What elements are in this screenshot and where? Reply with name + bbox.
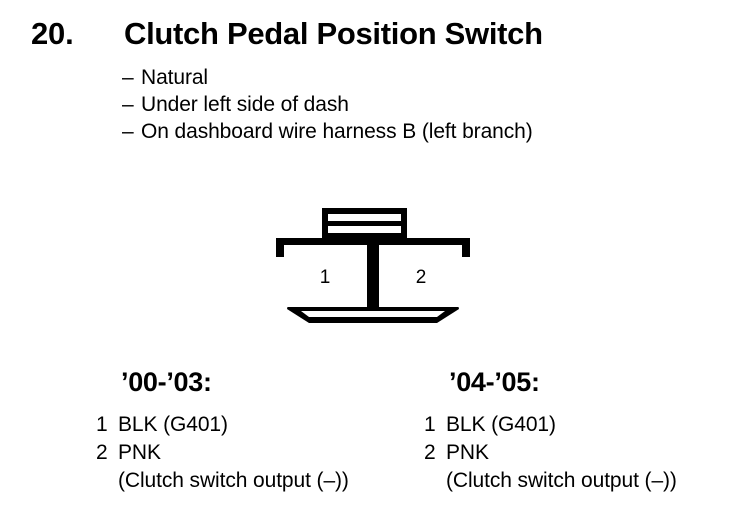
pin-row: 1 BLK (G401) — [96, 411, 426, 439]
connector-right-shoulder-notch — [451, 245, 462, 257]
connector-center-divider — [367, 238, 379, 307]
pin-tables: ’00-’03: 1 BLK (G401) 2 PNK (Clutch switch… — [0, 366, 752, 516]
description-item: –Natural — [122, 64, 722, 91]
pin-wire-label: BLK (G401) — [118, 413, 228, 436]
description-item: –Under left side of dash — [122, 91, 722, 118]
pin-note: (Clutch switch output (–)) — [446, 469, 677, 492]
pin-number: 2 — [424, 441, 436, 464]
connector-bottom-slot — [301, 311, 445, 317]
connector-cavity-2 — [379, 245, 462, 307]
pin-wire-label: PNK — [446, 441, 489, 464]
description-item: –On dashboard wire harness B (left branc… — [122, 118, 722, 145]
pin-note: (Clutch switch output (–)) — [118, 469, 349, 492]
connector-left-shoulder-notch — [284, 245, 295, 257]
item-number: 20. — [31, 16, 74, 51]
pin-row: 2 PNK — [96, 439, 426, 467]
year-range-heading: ’04-’05: — [449, 367, 540, 397]
connector-svg: 1 2 — [276, 208, 470, 323]
header: 20. Clutch Pedal Position Switch — [0, 14, 752, 56]
description-item-label: Under left side of dash — [141, 93, 349, 116]
pin-row: 2 PNK — [424, 439, 752, 467]
dash-bullet-icon: – — [122, 66, 134, 89]
pin-wire-label: BLK (G401) — [446, 413, 556, 436]
connector-cavity-label-1: 1 — [320, 267, 331, 288]
connector-latch-tab — [322, 208, 407, 239]
pin-number: 1 — [424, 413, 436, 436]
pin-number: 1 — [96, 413, 108, 436]
dash-bullet-icon: – — [122, 120, 134, 143]
pin-row: 1 BLK (G401) — [424, 411, 752, 439]
description-item-label: On dashboard wire harness B (left branch… — [141, 120, 533, 143]
pin-number: 2 — [96, 441, 108, 464]
connector-cavity-label-2: 2 — [416, 267, 427, 288]
pin-wire-label: PNK — [118, 441, 161, 464]
pin-row-list: 1 BLK (G401) 2 PNK (Clutch switch output (… — [96, 411, 426, 495]
connector-diagram: 1 2 — [265, 197, 481, 329]
page-title: Clutch Pedal Position Switch — [124, 16, 543, 51]
pin-row-list: 1 BLK (G401) 2 PNK (Clutch switch output (… — [424, 411, 752, 495]
pin-table-04-05: ’04-’05: 1 BLK (G401) 2 PNK (Clutch switch… — [424, 366, 752, 495]
pin-table-00-03: ’00-’03: 1 BLK (G401) 2 PNK (Clutch switch… — [96, 366, 426, 495]
description-list: –Natural –Under left side of dash –On da… — [122, 64, 722, 145]
dash-bullet-icon: – — [122, 93, 134, 116]
connector-cavity-1 — [284, 245, 367, 307]
year-range-heading: ’00-’03: — [121, 367, 212, 397]
description-item-label: Natural — [141, 66, 208, 89]
